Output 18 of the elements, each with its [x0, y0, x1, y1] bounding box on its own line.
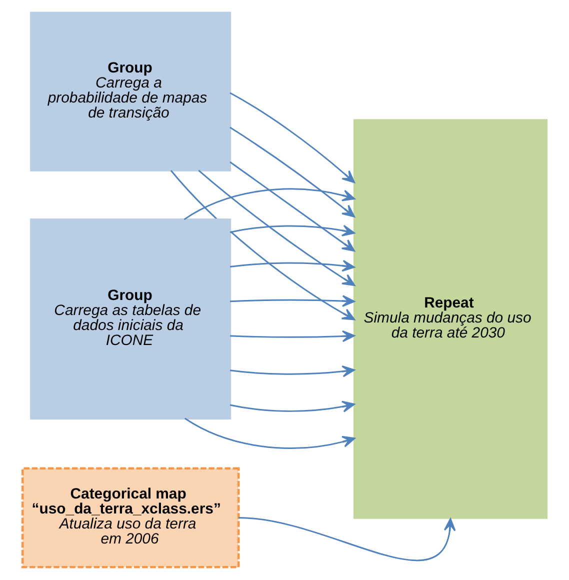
arrow: [230, 295, 355, 307]
arrow: [230, 330, 355, 342]
arrow: [230, 366, 355, 378]
node-box: Categorical map “uso_da_terra_xclass.ers” Atualiza uso da terra em 2006: [21, 467, 240, 568]
arrow: [230, 260, 355, 272]
node-box: Group Carrega as tabelas de dados iniciais da ICONE: [30, 218, 232, 420]
arrow: [230, 126, 355, 218]
arrow: [230, 224, 355, 236]
arrow: [184, 188, 356, 220]
node-box: Repeat Simula mudanças do uso da terra até 2030: [353, 119, 548, 519]
arrow: [230, 92, 355, 184]
arrow: [170, 170, 356, 320]
arrow: [184, 418, 356, 449]
arrow: [238, 516, 456, 561]
arrow: [230, 161, 355, 252]
arrow: [198, 170, 356, 286]
node-box: Group Carrega a probabilidade de mapas de transição: [30, 12, 232, 172]
arrow: [230, 400, 355, 412]
